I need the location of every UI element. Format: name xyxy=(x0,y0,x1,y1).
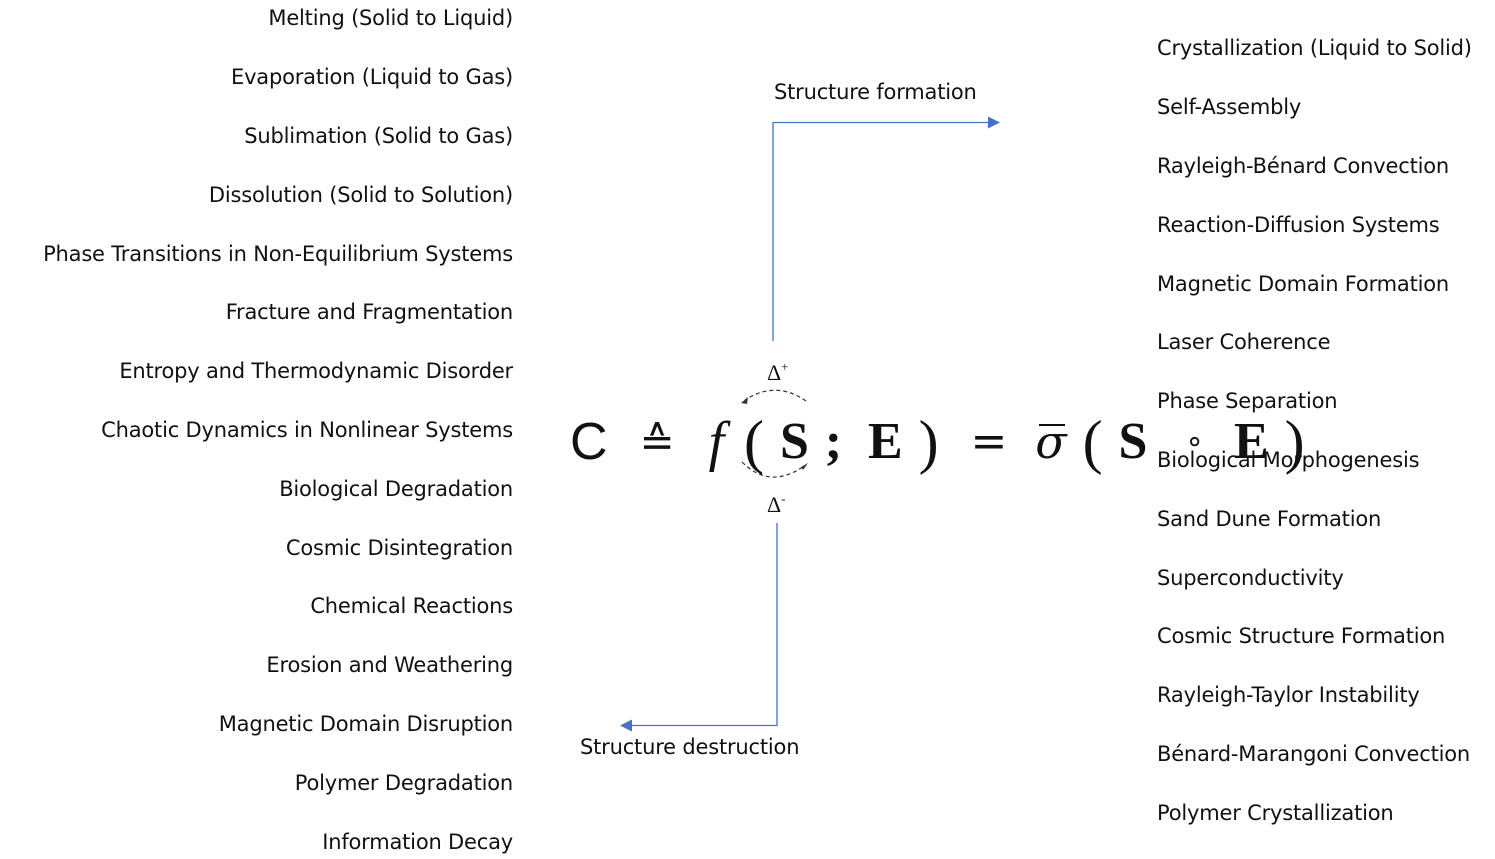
delta-symbol: Δ xyxy=(767,492,782,517)
destruction-process-item: Magnetic Domain Disruption xyxy=(218,712,513,736)
destruction-process-item: Melting (Solid to Liquid) xyxy=(268,6,513,30)
destruction-process-item: Phase Transitions in Non-Equilibrium Sys… xyxy=(43,242,513,266)
formation-process-item: Laser Coherence xyxy=(1157,330,1331,354)
delta-sign: + xyxy=(781,359,789,374)
destruction-arrow-line xyxy=(630,523,778,727)
equation-composition-e: E xyxy=(1233,413,1269,470)
destruction-process-item: Biological Degradation xyxy=(279,477,513,501)
delta-symbol: Δ xyxy=(767,360,782,385)
formation-process-item: Rayleigh-Bénard Convection xyxy=(1157,154,1449,178)
destruction-process-item: Dissolution (Solid to Solution) xyxy=(208,183,513,207)
formation-process-item: Crystallization (Liquid to Solid) xyxy=(1157,36,1472,60)
formation-process-item: Magnetic Domain Formation xyxy=(1157,272,1449,296)
equation-separator: ; xyxy=(824,413,843,470)
destruction-process-item: Chemical Reactions xyxy=(310,594,513,618)
equation-open-paren: ( xyxy=(1082,409,1103,475)
equation-open-paren: ( xyxy=(744,409,765,475)
equation-arg-s: S xyxy=(779,413,809,470)
equation-defined-as: ≙ xyxy=(639,417,675,466)
central-equation: C ≙ f ( S ; E ) = σ ( S ∘ E ) xyxy=(570,398,1305,478)
equation-composition-symbol: ∘ xyxy=(1185,424,1205,459)
destruction-process-item: Entropy and Thermodynamic Disorder xyxy=(119,359,513,383)
destruction-process-item: Polymer Degradation xyxy=(294,771,513,795)
formation-process-item: Self-Assembly xyxy=(1157,95,1302,119)
delta-plus-symbol: Δ+ xyxy=(767,355,789,385)
structure-formation-label: Structure formation xyxy=(774,80,977,104)
destruction-process-item: Fracture and Fragmentation xyxy=(225,300,513,324)
destruction-arrow xyxy=(620,523,778,732)
equation-composition-s: S xyxy=(1118,413,1148,470)
destruction-process-item: Evaporation (Liquid to Gas) xyxy=(231,65,513,89)
destruction-process-item: Sublimation (Solid to Gas) xyxy=(244,124,513,148)
delta-sign: - xyxy=(781,491,786,506)
destruction-process-item: Information Decay xyxy=(322,830,513,854)
formation-process-item: Biological Morphogenesis xyxy=(1157,448,1420,472)
equation-close-paren: ) xyxy=(1284,409,1305,475)
destruction-process-item: Chaotic Dynamics in Nonlinear Systems xyxy=(101,418,513,442)
formation-process-item: Phase Separation xyxy=(1157,389,1338,413)
formation-arrow-line xyxy=(772,121,990,341)
equation-arg-e: E xyxy=(868,413,903,470)
equation-lhs: C xyxy=(570,413,608,471)
delta-minus-symbol: Δ- xyxy=(767,487,786,517)
formation-process-item: Sand Dune Formation xyxy=(1157,507,1382,531)
formation-process-item: Reaction-Diffusion Systems xyxy=(1157,213,1440,237)
formation-process-item: Polymer Crystallization xyxy=(1157,801,1394,825)
equation-close-paren: ) xyxy=(918,409,939,475)
formation-process-item: Cosmic Structure Formation xyxy=(1157,624,1446,648)
equation-equals: = xyxy=(970,416,1008,467)
equation-sigma-bar: σ xyxy=(1035,402,1066,482)
formation-arrowhead-icon xyxy=(988,116,1000,129)
formation-arrow xyxy=(772,116,1000,341)
destruction-arrowhead-icon xyxy=(620,719,632,732)
formation-process-item: Rayleigh-Taylor Instability xyxy=(1157,683,1420,707)
formation-process-item: Bénard-Marangoni Convection xyxy=(1157,742,1471,766)
equation-function: f xyxy=(708,411,725,473)
destruction-process-item: Cosmic Disintegration xyxy=(285,536,513,560)
formation-process-item: Superconductivity xyxy=(1157,566,1344,590)
destruction-process-item: Erosion and Weathering xyxy=(266,653,513,677)
structure-destruction-label: Structure destruction xyxy=(580,735,800,759)
